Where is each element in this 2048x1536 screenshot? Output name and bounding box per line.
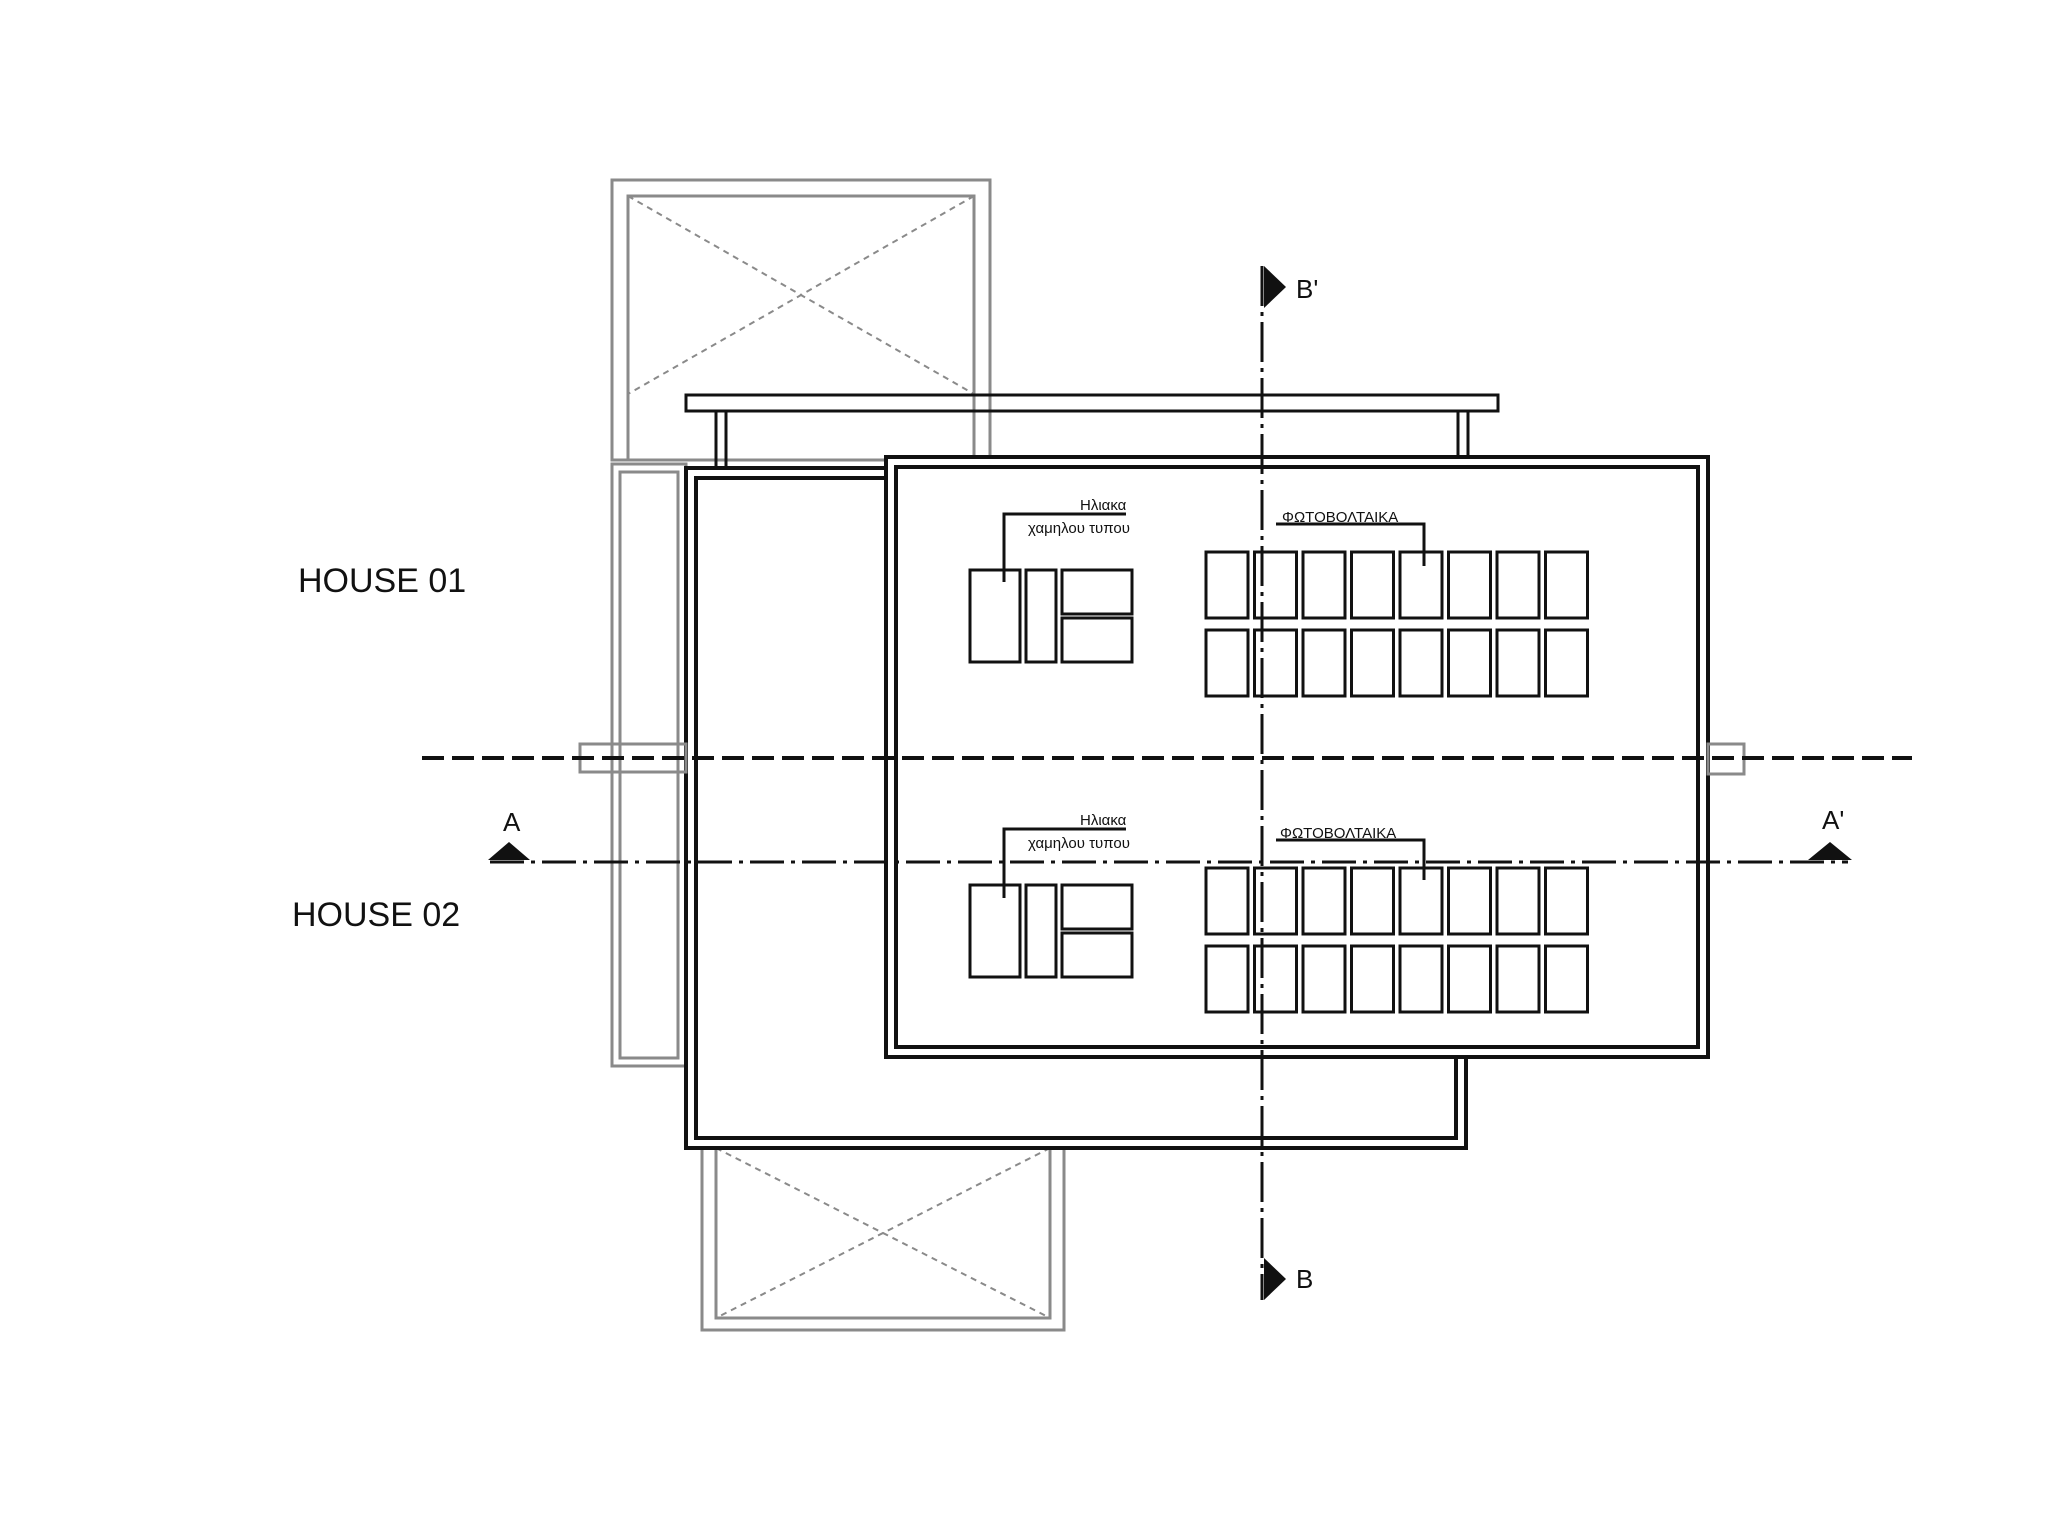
house-02-pv-panel [1253, 944, 1298, 1014]
house-02-pv-panel [1253, 866, 1298, 936]
section-b-label: B [1296, 1264, 1313, 1294]
leader-lines [1002, 512, 1426, 898]
house-01-pv-panel [1301, 550, 1347, 620]
house-02-pv-panel [1204, 944, 1250, 1014]
left-wall-strip [610, 462, 688, 1068]
house-02-pv-panel [1301, 944, 1347, 1014]
solar-collector-house-02 [968, 883, 1134, 979]
pv-house-02-label: ΦΩΤΟΒΟΛΤΑΙΚΑ [1280, 825, 1396, 842]
section-a-prime-marker [1808, 842, 1852, 860]
house-02-pv-panel [1544, 866, 1589, 936]
house-02-pv-panel [1447, 944, 1492, 1014]
house-01-pv-panel [1253, 550, 1298, 620]
lower-balcony [700, 1146, 1066, 1332]
house-01-pv-panel [1253, 628, 1298, 698]
collector-house-02-label-line1: Ηλιακα [1080, 812, 1127, 829]
section-a-marker [488, 842, 530, 860]
house-02-pv-panel [1398, 944, 1444, 1014]
house-01-pv-panel [1398, 550, 1444, 620]
collector-house-02-label-line2: χαμηλου τυπου [1028, 835, 1130, 852]
pergola [684, 393, 1500, 468]
collector-house-01-label-line2: χαμηλου τυπου [1028, 520, 1130, 537]
house-02-pv-panel [1495, 866, 1541, 936]
pv-house-01-label: ΦΩΤΟΒΟΛΤΑΙΚΑ [1282, 509, 1398, 526]
house-02-label: HOUSE 02 [292, 896, 460, 934]
solar-collector-house-01 [968, 568, 1134, 664]
house-02-pv-panel [1350, 866, 1395, 936]
upper-balcony [610, 178, 992, 462]
house-02-pv-panel [1495, 944, 1541, 1014]
house-01-pv-panel [1447, 628, 1492, 698]
house-02-pv-panel [1544, 944, 1589, 1014]
house-01-pv-panel [1204, 550, 1250, 620]
house-01-pv-panel [1350, 628, 1395, 698]
house-01-label: HOUSE 01 [298, 562, 466, 600]
house-01-pv-panel [1544, 628, 1589, 698]
house-02-pv-panel [1398, 866, 1444, 936]
house-01-pv-panel [1204, 628, 1250, 698]
pv-array-house-02 [1204, 866, 1589, 1014]
house-01-pv-panel [1495, 550, 1541, 620]
section-a-prime-label: A' [1822, 805, 1844, 835]
house-01-pv-panel [1398, 628, 1444, 698]
house-01-pv-panel [1544, 550, 1589, 620]
house-02-pv-panel [1301, 866, 1347, 936]
section-b-marker [1264, 1258, 1286, 1300]
section-line-a [488, 842, 1852, 864]
house-01-pv-panel [1495, 628, 1541, 698]
house-01-pv-panel [1350, 550, 1395, 620]
house-02-pv-panel [1350, 944, 1395, 1014]
collector-house-01-label-line1: Ηλιακα [1080, 497, 1127, 514]
section-a-label: A [503, 807, 521, 837]
house-01-pv-panel [1447, 550, 1492, 620]
section-b-prime-label: B' [1296, 274, 1318, 304]
house-02-pv-panel [1204, 866, 1250, 936]
section-b-prime-marker [1264, 266, 1286, 308]
house-02-pv-panel [1447, 866, 1492, 936]
pv-array-house-01 [1204, 550, 1589, 698]
house-01-pv-panel [1301, 628, 1347, 698]
section-line-b [1260, 266, 1286, 1300]
